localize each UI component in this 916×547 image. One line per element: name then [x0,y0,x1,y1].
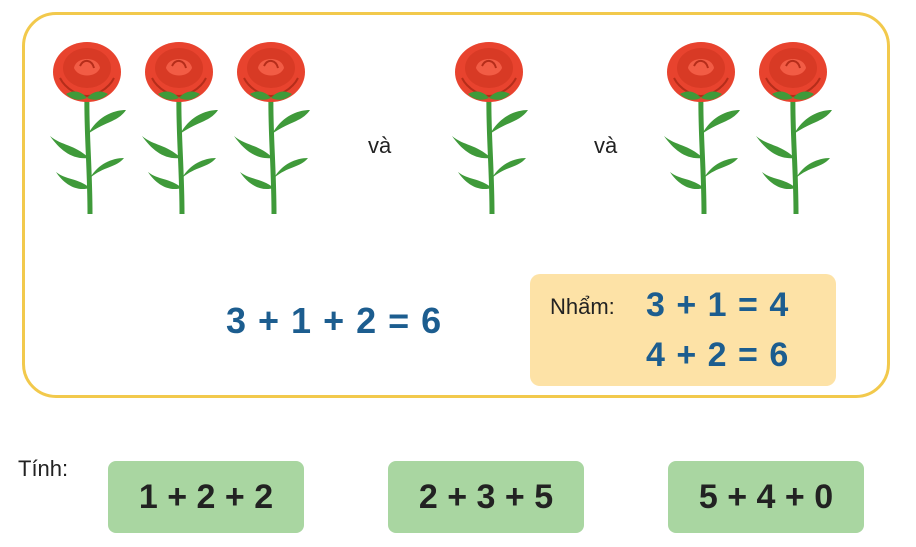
mental-step-1: 3 + 1 = 4 [646,286,790,324]
rose-image [46,38,128,218]
mental-step-2: 4 + 2 = 6 [646,336,790,374]
exercise-card: 5 + 4 + 0 [668,461,864,533]
rose-image [448,38,530,218]
example-equation: 3 + 1 + 2 = 6 [226,300,443,341]
rose-image [230,38,312,218]
rose-image [660,38,742,218]
connector-text: và [594,133,618,158]
exercise-card: 1 + 2 + 2 [108,461,304,533]
rose-image [138,38,220,218]
mental-math-box: Nhẩm: 3 + 1 = 4 4 + 2 = 6 [530,274,836,386]
connector-text: và [368,133,392,158]
mental-math-label: Nhẩm: [550,294,615,319]
exercise-card: 2 + 3 + 5 [388,461,584,533]
exercise-label: Tính: [18,456,69,481]
rose-image [752,38,834,218]
